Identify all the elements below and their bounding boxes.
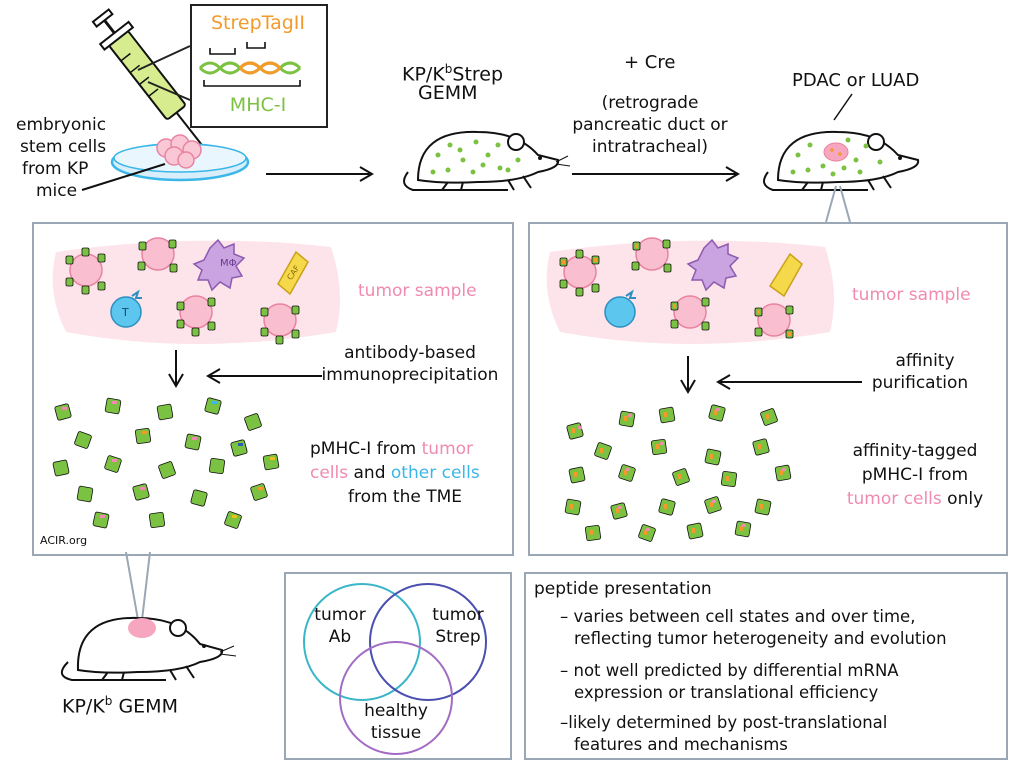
streptag-label: StrepTagII — [210, 12, 306, 34]
credit-label: ACIR.org — [40, 534, 88, 547]
route-label-3: intratracheal) — [592, 137, 708, 157]
mouse-tumor-icon — [763, 130, 920, 191]
note-bullet-3-line1: –likely determined by post-translational — [560, 713, 888, 732]
left-result-line3: from the TME — [347, 487, 463, 507]
note-bullet-1-line1: – varies between cell states and over ti… — [560, 607, 916, 626]
note-bullet-2-line2: expression or translational efficiency — [574, 683, 879, 702]
arrow-right-1 — [266, 166, 374, 182]
notes-panel — [524, 572, 1008, 760]
left-pmhc-scatter — [52, 397, 280, 529]
right-pmhc-scatter — [564, 404, 792, 542]
es-cells-label-4: mice — [36, 181, 78, 201]
es-cells-pointer — [81, 163, 166, 191]
left-tumor-sample-label: tumor sample — [358, 281, 477, 301]
right-tumor-sample-label: tumor sample — [852, 285, 971, 305]
es-cells-label-3: from KP — [22, 159, 89, 179]
mouse-strep-gemm-icon — [403, 130, 571, 191]
callout-pointer-line — [137, 45, 191, 101]
venn-diagram — [303, 583, 487, 755]
right-result-line2: pMHC-I from — [861, 465, 969, 485]
left-method-label-2: immunoprecipitation — [321, 365, 499, 385]
notes-title: peptide presentation — [534, 579, 712, 599]
venn-label-c-1: healthy — [364, 701, 428, 721]
left-down-arrow — [168, 350, 184, 388]
right-method-label-1: affinity — [895, 351, 955, 371]
venn-circle-tumor-strep — [369, 583, 487, 701]
note-bullet-1-line2: reflecting tumor heterogeneity and evolu… — [574, 629, 947, 648]
right-down-arrow — [680, 356, 696, 394]
venn-circle-tumor-ab — [303, 583, 421, 701]
venn-label-a-1: tumor — [314, 605, 366, 625]
kp-gemm-label: KP/Kb GEMM — [62, 694, 178, 718]
venn-label-b-2: Strep — [435, 627, 481, 647]
venn-label-c-2: tissue — [370, 723, 422, 743]
strep-gemm-label-line1: KP/KbStrep — [402, 62, 504, 86]
venn-circle-healthy — [339, 641, 453, 755]
right-result-line1: affinity-tagged — [852, 441, 978, 461]
note-bullet-2-line1: – not well predicted by differential mRN… — [560, 661, 899, 680]
venn-label-a-2: Ab — [328, 627, 352, 647]
left-method-label-1: antibody-based — [344, 343, 476, 363]
cre-label: + Cre — [624, 52, 676, 73]
left-method-arrow — [206, 368, 322, 384]
venn-panel — [284, 572, 512, 760]
right-tumor-sample-illustration — [546, 237, 834, 344]
tumor-pointer-line — [833, 93, 853, 121]
other-cells-rainbow: other cells — [390, 463, 480, 483]
syringe-icon — [91, 8, 206, 149]
left-tcell-label: T — [122, 306, 129, 319]
petri-dish-icon — [110, 134, 250, 182]
left-tumor-sample-illustration — [52, 237, 341, 345]
es-cells-label-2: stem cells — [20, 137, 107, 157]
left-result-line1: pMHC-I from tumor — [310, 439, 474, 459]
right-method-arrow — [716, 374, 862, 390]
route-label-2: pancreatic duct or — [572, 115, 728, 135]
mhc-label: MHC-I — [229, 94, 287, 116]
left-mphi-label: MΦ — [220, 258, 237, 269]
route-label-1: (retrograde — [601, 93, 699, 113]
venn-label-b-1: tumor — [432, 605, 484, 625]
mouse-kp-gemm-icon — [61, 616, 237, 681]
note-bullet-3-line2: features and mechanisms — [574, 735, 788, 754]
left-panel-connector — [125, 551, 151, 621]
es-cells-label-1: embryonic — [16, 115, 107, 135]
dna-helix-icon — [198, 42, 302, 87]
left-result-line2: cells and other cells — [310, 463, 480, 483]
strep-gemm-label-line2: GEMM — [418, 82, 478, 104]
right-result-line3: tumor cells only — [846, 489, 984, 509]
arrow-right-2 — [572, 166, 740, 182]
tumor-type-label: PDAC or LUAD — [792, 70, 920, 91]
right-panel-connector — [825, 185, 851, 223]
tumor-cell — [69, 237, 297, 337]
right-method-label-2: purification — [871, 373, 969, 393]
